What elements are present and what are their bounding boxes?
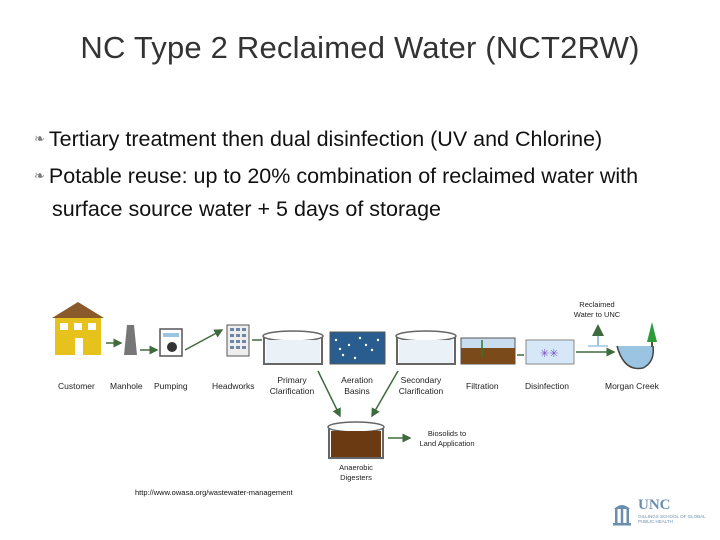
label-biosolids: Biosolids to — [428, 429, 466, 438]
label-reclaimed-water: Reclaimed — [579, 300, 614, 309]
label-morgan-creek: Morgan Creek — [605, 381, 660, 391]
bullet-marker-icon: ❧ — [34, 168, 45, 183]
flow-arrows — [106, 329, 616, 443]
label-aeration-basins: Aeration — [341, 375, 373, 385]
manhole-icon — [124, 325, 137, 355]
source-url: http://www.owasa.org/wastewater-manageme… — [135, 488, 293, 497]
bullet-item: ❧Tertiary treatment then dual disinfecti… — [34, 124, 674, 157]
filtration-tank-icon — [460, 337, 516, 365]
anaerobic-digester-icon — [327, 421, 385, 459]
bullet-marker-icon: ❧ — [34, 131, 45, 146]
label-anaerobic-digesters: Anaerobic — [339, 463, 373, 472]
slide-title: NC Type 2 Reclaimed Water (NCT2RW) — [80, 30, 640, 65]
label-reclaimed-water: Water to UNC — [574, 310, 621, 319]
headworks-building-icon — [226, 324, 250, 357]
label-pumping: Pumping — [154, 381, 188, 391]
creek-icon — [616, 322, 657, 370]
bullet-list: ❧Tertiary treatment then dual disinfecti… — [34, 124, 674, 229]
pump-station-icon — [159, 328, 183, 357]
uv-disinfection-icon: ✳✳ — [525, 339, 575, 365]
label-biosolids: Land Application — [419, 439, 474, 448]
bullet-text: Potable reuse: up to 20% combination of … — [48, 164, 639, 221]
label-aeration-basins: Basins — [344, 386, 370, 396]
label-filtration: Filtration — [466, 381, 499, 391]
label-secondary-clarification: Clarification — [399, 386, 444, 396]
label-customer: Customer — [58, 381, 95, 391]
label-manhole: Manhole — [110, 381, 143, 391]
label-secondary-clarification: Secondary — [401, 375, 442, 385]
logo-wordmark: UNC — [638, 497, 671, 513]
label-headworks: Headworks — [212, 381, 255, 391]
well-logo-icon — [613, 505, 631, 526]
label-disinfection: Disinfection — [525, 381, 569, 391]
svg-text:✳✳: ✳✳ — [540, 348, 558, 360]
aeration-basin-icon — [329, 331, 386, 365]
primary-clarifier-icon — [262, 330, 324, 365]
label-primary-clarification: Primary — [277, 375, 307, 385]
bullet-item: ❧Potable reuse: up to 20% combination of… — [34, 161, 674, 225]
label-primary-clarification: Clarification — [270, 386, 315, 396]
unc-logo: UNC GILLINGS SCHOOL OF GLOBAL PUBLIC HEA… — [610, 497, 720, 529]
label-anaerobic-digesters: Digesters — [340, 473, 372, 482]
bullet-text: Tertiary treatment then dual disinfectio… — [48, 127, 603, 151]
house-icon — [52, 302, 104, 355]
logo-subtitle: GILLINGS SCHOOL OF GLOBAL PUBLIC HEALTH — [638, 514, 706, 524]
secondary-clarifier-icon — [395, 330, 457, 365]
